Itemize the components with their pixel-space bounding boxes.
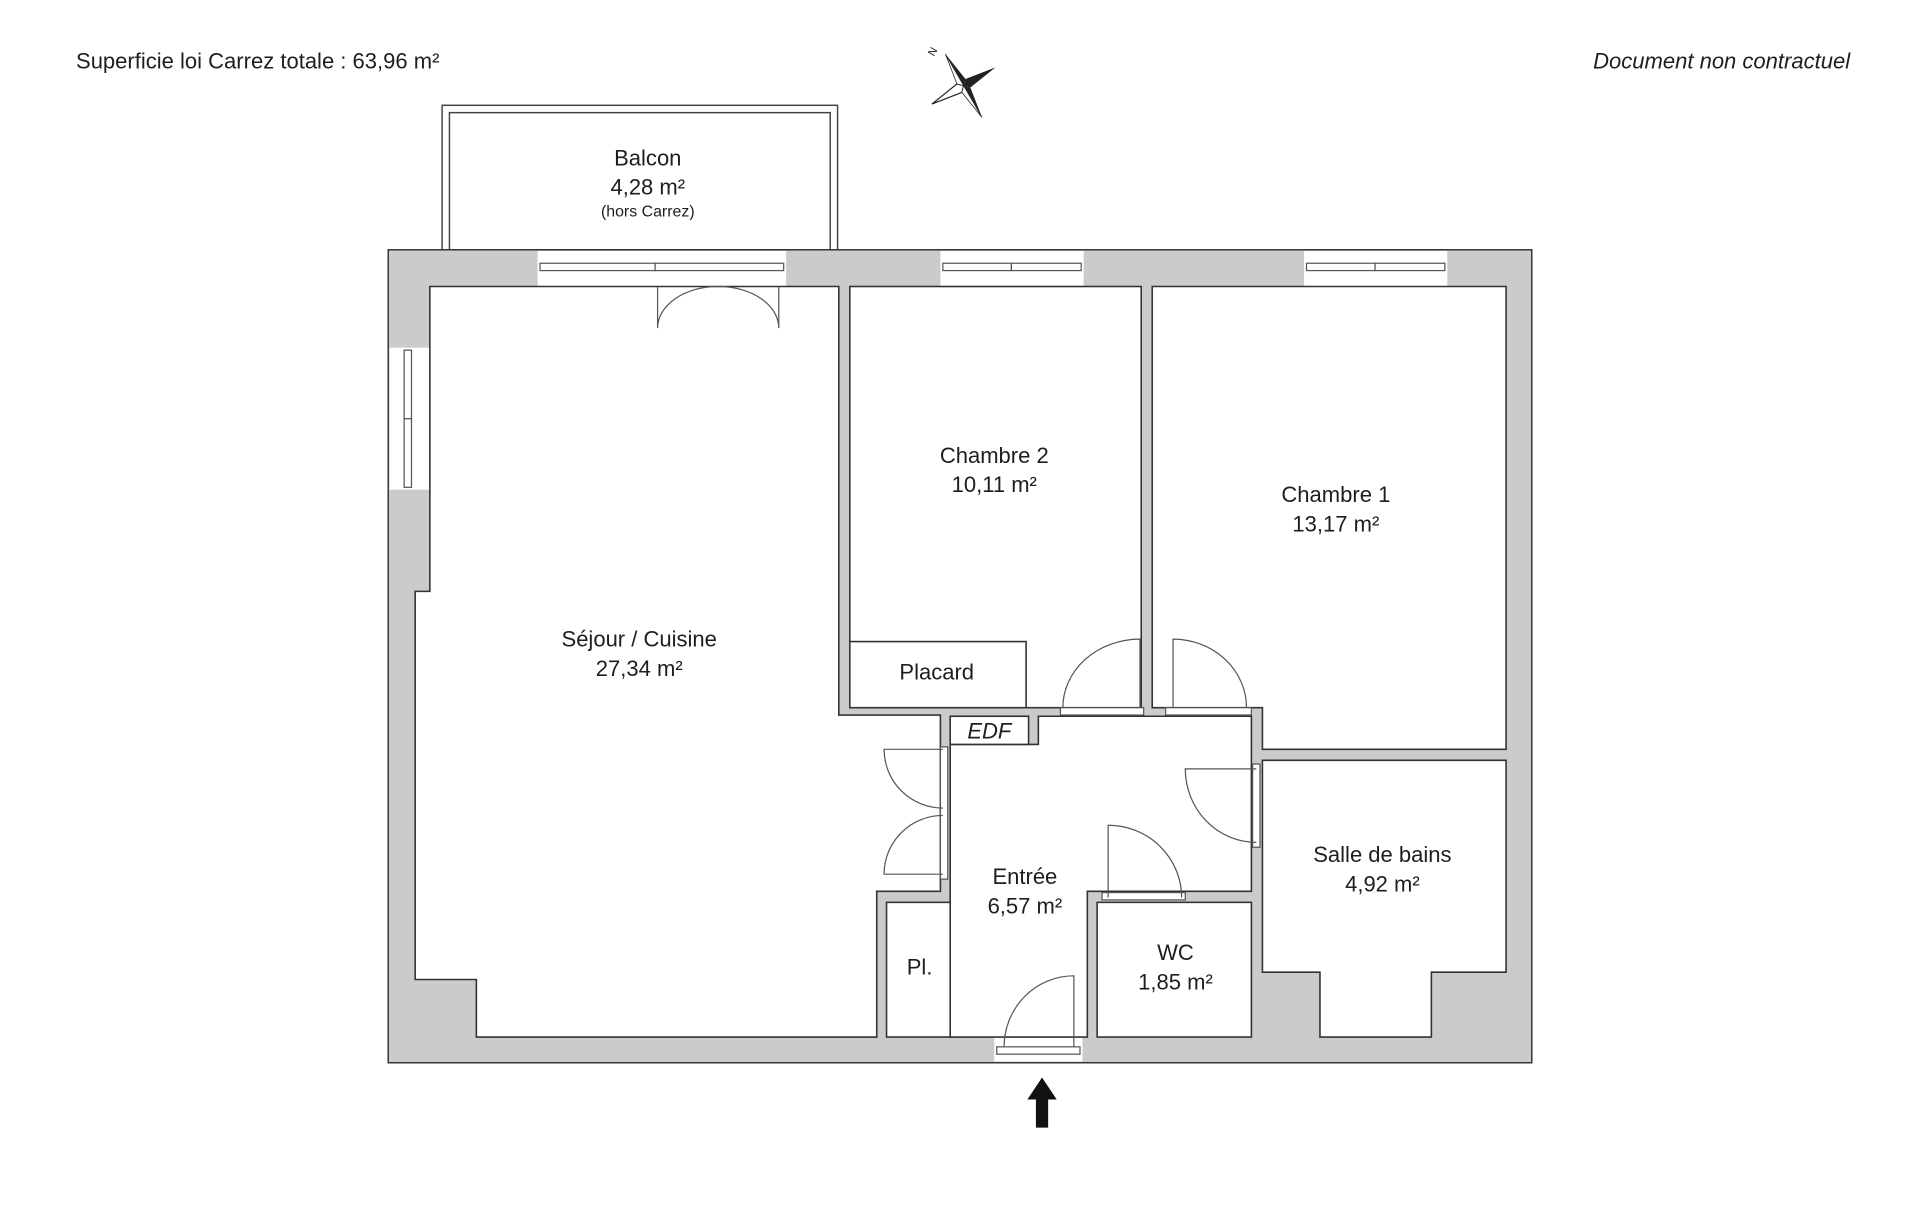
balcon-note: (hors Carrez) [601, 204, 695, 221]
entrance-arrow-icon [1027, 1077, 1057, 1128]
chambre1-name: Chambre 1 [1281, 482, 1390, 507]
entree-area: 6,57 m² [988, 893, 1063, 918]
placard-name: Placard [899, 660, 974, 685]
door-frames [939, 707, 1261, 901]
windows [389, 250, 1448, 1062]
total-area-text: Superficie loi Carrez totale : 63,96 m² [76, 49, 439, 74]
room-salle-de-bains [1261, 759, 1507, 1038]
wc-area: 1,85 m² [1138, 969, 1213, 994]
chambre2-name: Chambre 2 [940, 443, 1049, 468]
sejour-area: 27,34 m² [596, 656, 683, 681]
balcon [441, 104, 839, 251]
sdb-area: 4,92 m² [1345, 871, 1420, 896]
compass-icon [931, 53, 996, 118]
door-swings [656, 285, 1257, 1047]
balcon-area: 4,28 m² [610, 175, 685, 200]
pl-name: Pl. [907, 955, 933, 980]
sejour-name: Séjour / Cuisine [562, 626, 717, 651]
room-wc [1096, 901, 1253, 1038]
compass-north-label: N [926, 46, 940, 59]
sdb-name: Salle de bains [1313, 842, 1451, 867]
chambre2-area: 10,11 m² [952, 472, 1037, 497]
room-placard [849, 640, 1027, 709]
chambre1-area: 13,17 m² [1292, 511, 1379, 536]
disclaimer-text: Document non contractuel [1593, 49, 1851, 74]
balcon-name: Balcon [614, 145, 681, 170]
room-entree [949, 715, 1253, 1038]
room-pl [885, 901, 952, 1038]
room-chambre-2 [849, 285, 1143, 709]
room-edf [949, 715, 1030, 746]
edf-name: EDF [967, 718, 1013, 743]
room-chambre-1 [1151, 285, 1507, 751]
entree-name: Entrée [992, 864, 1057, 889]
wc-name: WC [1157, 940, 1194, 965]
room-sejour [414, 285, 942, 1038]
